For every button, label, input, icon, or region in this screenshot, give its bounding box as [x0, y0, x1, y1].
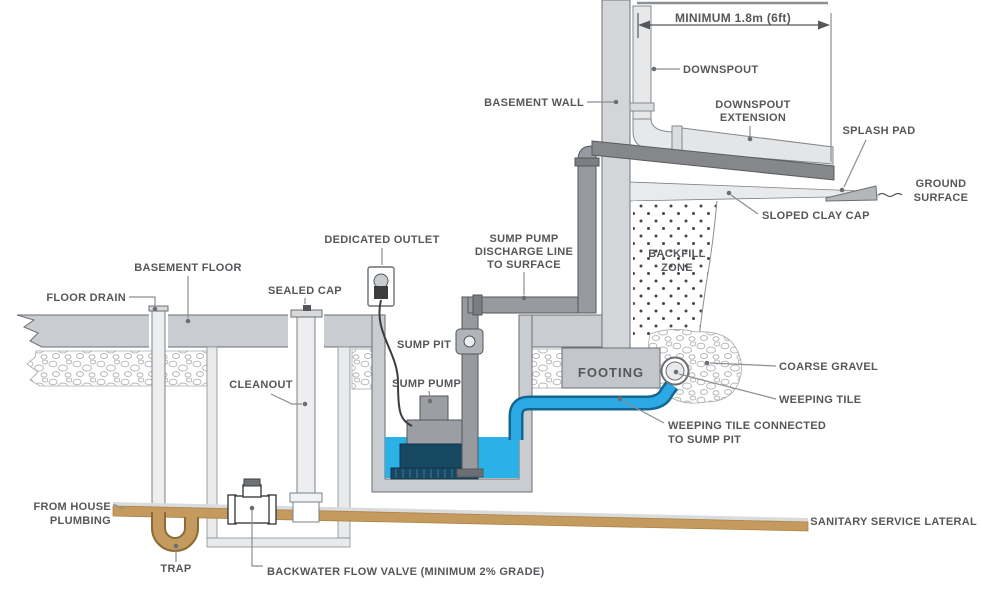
label-minimum-width: MINIMUM 1.8m (6ft) — [675, 11, 791, 25]
label-sump-pump: SUMP PUMP — [392, 378, 461, 390]
label-weeping-tile-connected-1: WEEPING TILE CONNECTED — [668, 420, 826, 432]
labels: MINIMUM 1.8m (6ft) DOWNSPOUT BASEMENT WA… — [33, 11, 977, 578]
cleanout-tee — [289, 492, 323, 523]
label-footing: FOOTING — [578, 365, 644, 380]
label-backfill-zone-2: ZONE — [661, 262, 693, 274]
sump-pump-unit — [390, 395, 479, 480]
label-basement-floor: BASEMENT FLOOR — [134, 262, 241, 274]
ground-surface-squiggle — [877, 192, 903, 198]
discharge-pipe-foot — [456, 468, 484, 478]
downspout-elbow — [632, 118, 677, 150]
label-cleanout: CLEANOUT — [229, 379, 293, 391]
label-sloped-clay-cap: SLOPED CLAY CAP — [762, 210, 870, 222]
floor-drain-grate — [148, 305, 169, 312]
discharge-horizontal-run — [467, 296, 589, 314]
sloped-clay-cap-shape — [629, 181, 879, 202]
dedicated-outlet-receptacle — [367, 266, 395, 307]
discharge-coupling-1 — [472, 294, 483, 316]
label-from-house-plumbing-1: FROM HOUSE — [33, 501, 111, 513]
label-backwater-valve: BACKWATER FLOW VALVE (MINIMUM 2% GRADE) — [267, 566, 545, 578]
label-downspout-extension-1: DOWNSPOUT — [715, 99, 790, 111]
sump-pit-walls — [371, 314, 533, 493]
splash-pad-shape — [825, 185, 878, 202]
valve-chase — [206, 346, 351, 548]
label-dedicated-outlet: DEDICATED OUTLET — [324, 234, 439, 246]
label-trap: TRAP — [160, 563, 191, 575]
footing-shape — [561, 347, 661, 389]
label-weeping-tile: WEEPING TILE — [779, 394, 861, 406]
discharge-coupling-2 — [574, 157, 600, 167]
gravel-under-slab-mid — [351, 348, 374, 390]
pump-power-cord — [378, 299, 413, 427]
sealed-cap-plate — [290, 309, 323, 318]
sealed-cap-nub — [303, 305, 311, 311]
discharge-piping — [455, 145, 600, 478]
label-weeping-tile-connected-2: TO SUMP PIT — [668, 434, 741, 446]
label-coarse-gravel: COARSE GRAVEL — [779, 361, 878, 373]
floor-drain-pipe — [151, 307, 166, 516]
backfill-edge — [698, 200, 718, 339]
label-splash-pad: SPLASH PAD — [842, 125, 915, 137]
label-sanitary-service-lateral: SANITARY SERVICE LATERAL — [810, 516, 977, 528]
label-sealed-cap: SEALED CAP — [268, 285, 342, 297]
label-sump-pit: SUMP PIT — [397, 339, 451, 351]
basement-wall-shape — [601, 0, 631, 349]
label-downspout: DOWNSPOUT — [683, 64, 758, 76]
gravel-under-slab-left — [26, 350, 208, 387]
label-backfill-zone-1: BACKFILL — [648, 248, 705, 260]
check-valve-port — [463, 335, 476, 348]
dimension-1-8m — [637, 13, 832, 162]
backfill-zone-area — [633, 201, 717, 338]
label-discharge-line-2: DISCHARGE LINE — [475, 246, 573, 258]
sanitary-lateral-pipe — [112, 505, 809, 532]
label-from-house-plumbing-2: PLUMBING — [50, 515, 111, 527]
discharge-line-exterior — [591, 140, 835, 181]
discharge-riser-in-pit — [461, 296, 479, 477]
weeping-tile-connection-pipe — [508, 380, 679, 440]
label-discharge-line-3: TO SURFACE — [487, 259, 561, 271]
downspout-coupling — [629, 102, 655, 112]
label-discharge-line-1: SUMP PUMP — [489, 233, 558, 245]
label-basement-wall: BASEMENT WALL — [484, 97, 584, 109]
discharge-riser-at-wall — [577, 145, 597, 314]
label-downspout-extension-2: EXTENSION — [720, 112, 786, 124]
label-ground-surface-1: GROUND — [916, 178, 967, 190]
sanitary-lateral-top — [113, 502, 808, 522]
label-floor-drain: FLOOR DRAIN — [46, 292, 126, 304]
label-ground-surface-2: SURFACE — [914, 192, 969, 204]
